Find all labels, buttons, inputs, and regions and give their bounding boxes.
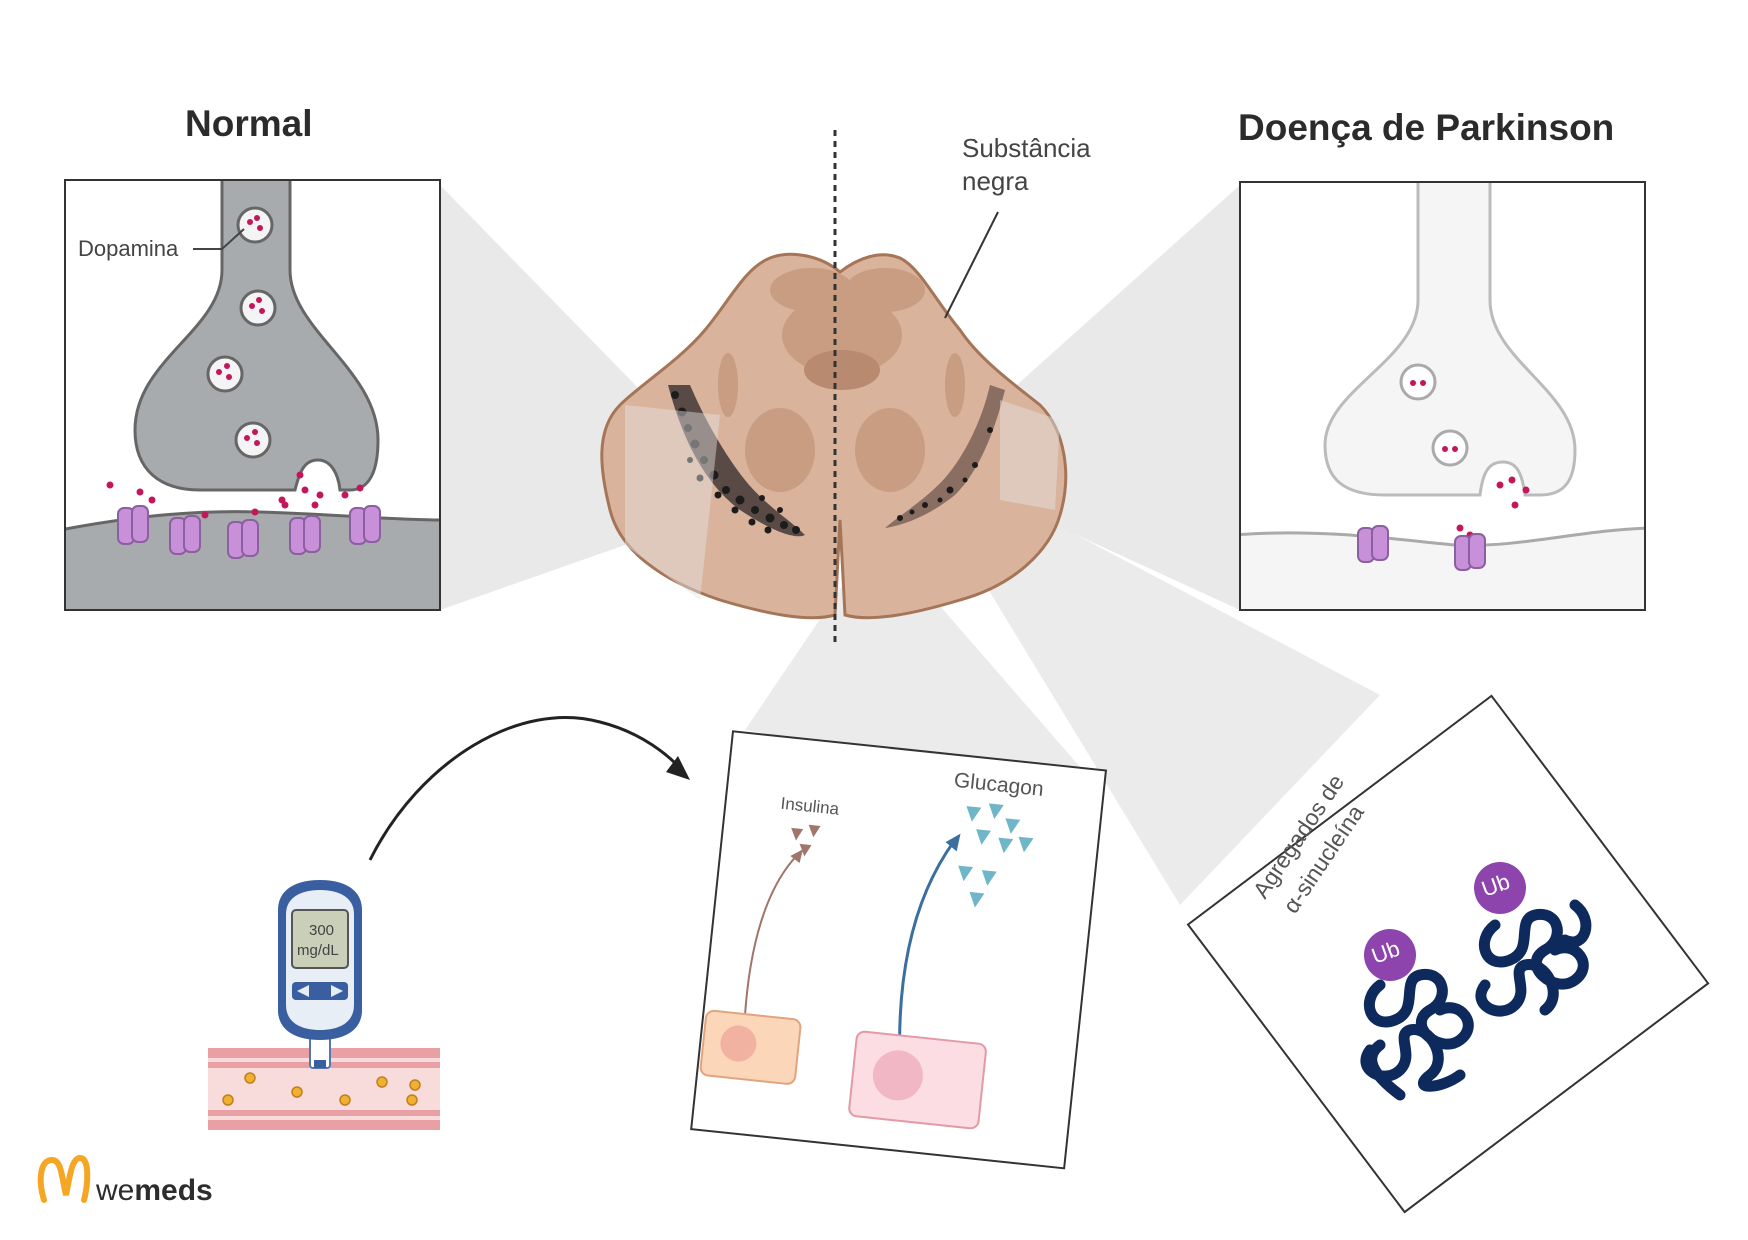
pancreas-panel: Insulina Glucagon [690, 730, 1108, 1170]
title-parkinson: Doença de Parkinson [1238, 107, 1614, 148]
parkinson-synapse-panel [1239, 181, 1646, 611]
dopamine-pointer [193, 228, 245, 250]
aggregate-2 [1475, 899, 1592, 1017]
receptor [1357, 525, 1389, 563]
red-nucleus-right [855, 408, 925, 492]
vesicle [234, 421, 272, 459]
glucometer-device: 300 mg/dL [278, 880, 362, 1069]
ub-badge-1 [1364, 929, 1416, 981]
insulin-arrow [743, 853, 800, 1025]
wemeds-logo: wemeds [37, 1154, 213, 1207]
red-nucleus-left [745, 408, 815, 492]
midbrain-dark-region [718, 353, 738, 417]
substantia-nigra-right [885, 385, 1005, 528]
glucagon-molecules [958, 803, 1034, 908]
cone-overlay-right [1000, 400, 1060, 510]
curved-arrow [368, 716, 688, 861]
normal-released-dopamine [106, 471, 364, 519]
normal-vesicles [206, 206, 277, 459]
midbrain-outline [600, 252, 1068, 620]
title-normal: Normal [185, 103, 312, 144]
midbrain-cross-section [600, 252, 1068, 620]
wemeds-logo-text: wemeds [95, 1174, 213, 1207]
receptor [1454, 533, 1486, 571]
nucleus [872, 1050, 923, 1101]
receptor [289, 515, 321, 555]
glucometer-left-icon [297, 985, 309, 997]
insulin-arrow-head [790, 849, 804, 863]
vesicle [239, 289, 277, 327]
normal-receptors [117, 505, 381, 559]
nucleus [720, 1025, 757, 1062]
melanin-dots-left [671, 391, 800, 534]
glucometer-reading-unit: mg/dL [297, 942, 339, 959]
aggregate-1 [1360, 969, 1474, 1101]
parkinson-vesicles [1399, 363, 1469, 467]
midbrain-dark-region [804, 350, 880, 390]
vesicle [1399, 363, 1437, 401]
cone-aggregates [940, 500, 1380, 905]
normal-synapse-panel: Dopamina [64, 179, 441, 611]
insulin-molecules [791, 824, 821, 857]
receptor [117, 505, 149, 545]
glucagon-arrow [898, 839, 957, 1041]
midbrain-dark-region [945, 353, 965, 417]
aggregates-panel [1186, 694, 1710, 1214]
parkinson-presynaptic-terminal [1323, 183, 1577, 497]
normal-presynaptic-terminal [133, 181, 380, 492]
substantia-nigra-left [668, 385, 805, 537]
receptor [169, 515, 201, 555]
cone-normal [440, 185, 650, 610]
melanin-dots-right [897, 427, 993, 521]
substantia-nigra-pointer [944, 211, 999, 319]
parkinson-released-dopamine [1456, 476, 1530, 539]
receptor [349, 505, 381, 545]
aggregates-panel-frame [1186, 694, 1710, 1214]
glucometer-screen [291, 909, 349, 969]
parkinson-receptors [1357, 525, 1486, 571]
dopamine-label: Dopamina [78, 236, 179, 261]
curved-arrow-head [666, 756, 690, 780]
glucagon-arrow-head [945, 833, 961, 852]
receptor [227, 519, 259, 559]
vesicle [236, 206, 274, 244]
midbrain-dark-region [782, 295, 902, 375]
vesicle [1431, 429, 1469, 467]
glucometer-reading-value: 300 [309, 922, 334, 939]
ub-badge-2 [1474, 862, 1526, 914]
substantia-nigra-label-line2: negra [962, 166, 1029, 196]
cone-overlay-left [625, 405, 720, 600]
wemeds-logo-icon [37, 1154, 91, 1203]
glucometer-group: 300 mg/dL [208, 716, 690, 1130]
vesicle [206, 355, 244, 393]
substantia-nigra-label-line1: Substância [962, 133, 1091, 163]
glucose-molecules [222, 1072, 421, 1106]
glucometer-right-icon [331, 985, 343, 997]
